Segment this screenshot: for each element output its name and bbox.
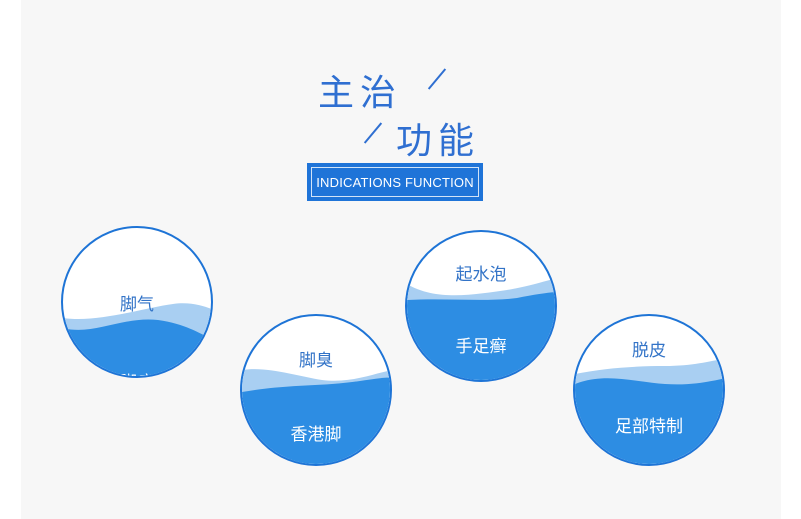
circle-3-top-label: 起水泡 [455,265,507,285]
title-line-1: 主治 [318,73,403,114]
indication-circle-2: 脚臭 香港脚 [240,314,392,466]
subtitle-badge: INDICATIONS FUNCTION [307,163,483,201]
indication-circle-1: 脚气 脚痒 [61,226,213,378]
circle-1-top-label: 脚气 [120,295,154,315]
circle-1-bottom-label: 脚痒 [63,368,211,376]
indication-circle-3: 起水泡 手足癣 [405,230,557,382]
circle-2-bottom-label: 香港脚 [290,425,342,445]
indication-circle-4: 脱皮 足部特制 [573,314,725,466]
title-line-2: 功能 [396,121,481,162]
subtitle-text: INDICATIONS FUNCTION [316,174,474,190]
circle-4-top-label: 脱皮 [632,341,666,361]
circle-3-bottom-label: 手足癣 [455,337,507,357]
circle-2-top-label: 脚臭 [299,351,333,371]
circle-4-bottom-label: 足部特制 [615,417,683,437]
